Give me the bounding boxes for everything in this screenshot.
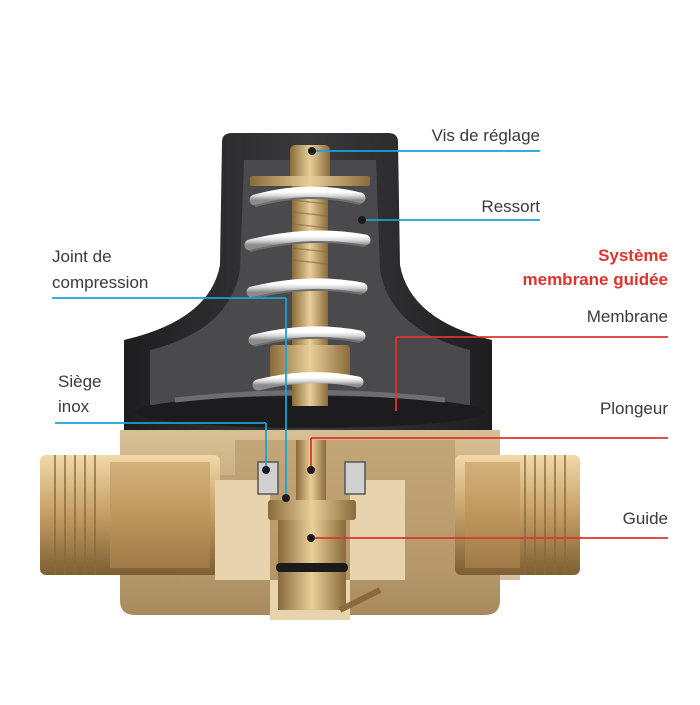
label-vis-de-reglage: Vis de réglage xyxy=(431,126,540,145)
label-membrane-guidee: membrane guidée xyxy=(522,270,669,289)
label-siege: Siège xyxy=(58,372,102,391)
membrane-disk xyxy=(135,396,485,428)
leader-lines-blue xyxy=(52,150,540,498)
inner-cavity xyxy=(215,480,405,620)
label-compression: compression xyxy=(52,273,149,292)
label-membrane: Membrane xyxy=(586,307,668,326)
inlet-port xyxy=(40,455,220,575)
label-systeme: Système xyxy=(598,246,668,265)
leader-lines-red xyxy=(310,336,668,539)
outlet-port xyxy=(455,455,580,575)
label-inox: inox xyxy=(58,397,90,416)
spring-coils xyxy=(244,186,371,391)
label-guide: Guide xyxy=(622,509,668,528)
label-plongeur: Plongeur xyxy=(599,399,668,418)
label-joint-de: Joint de xyxy=(52,247,112,266)
label-ressort: Ressort xyxy=(481,197,540,216)
adjusting-screw xyxy=(250,145,370,406)
